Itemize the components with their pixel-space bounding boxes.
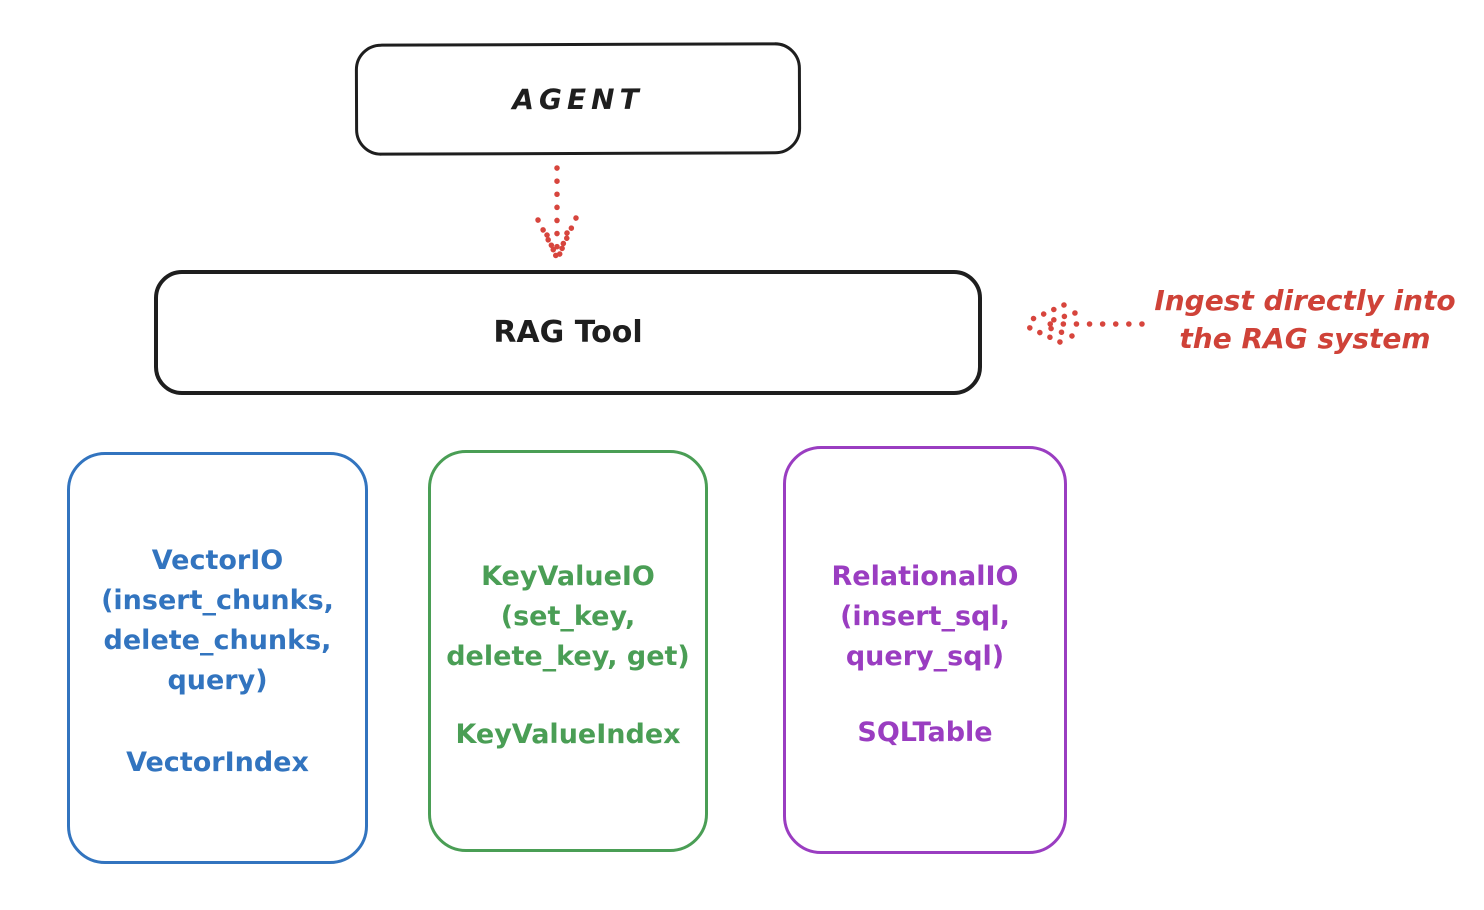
vector-io-body: VectorIO (insert_chunks, delete_chunks, …	[101, 545, 334, 696]
agent-box: AGENT	[354, 42, 802, 156]
annotation-to-rag-arrow	[1025, 302, 1145, 345]
relational-io-body: RelationalIO (insert_sql, query_sql)	[831, 561, 1019, 672]
ingest-annotation: Ingest directly into the RAG system	[1154, 284, 1456, 355]
vector-io-box: VectorIO (insert_chunks, delete_chunks, …	[67, 452, 368, 864]
relational-io-box: RelationalIO (insert_sql, query_sql) SQL…	[783, 446, 1067, 854]
keyvalue-index-label: KeyValueIndex	[455, 719, 681, 750]
sql-table-label: SQLTable	[857, 717, 993, 748]
rag-tool-box: RAG Tool	[154, 270, 982, 395]
agent-to-rag-arrow	[535, 165, 579, 259]
vector-index-label: VectorIndex	[126, 747, 309, 778]
agent-label: AGENT	[512, 82, 644, 116]
keyvalue-io-body: KeyValueIO (set_key, delete_key, get)	[446, 561, 690, 672]
keyvalue-io-box: KeyValueIO (set_key, delete_key, get) Ke…	[428, 450, 708, 852]
rag-tool-label: RAG Tool	[493, 315, 643, 350]
